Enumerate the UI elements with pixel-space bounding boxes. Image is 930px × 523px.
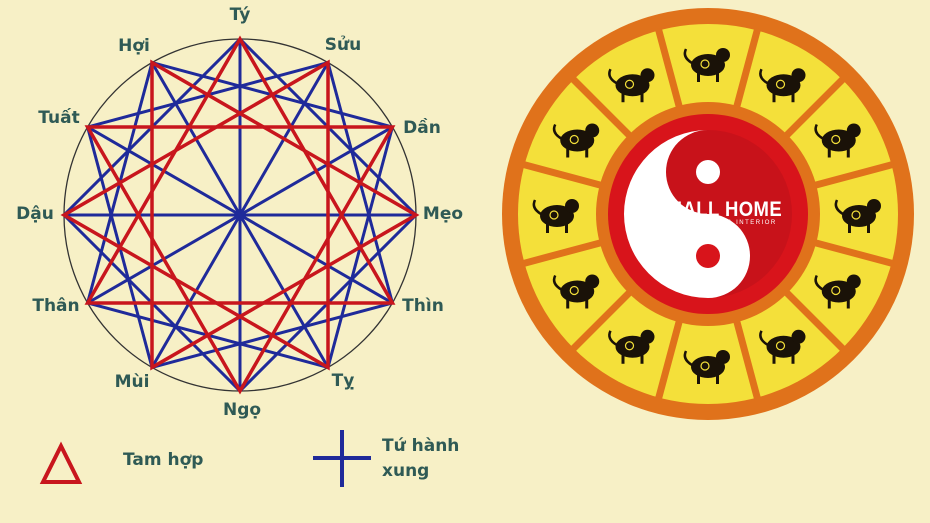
wheel-divider [521, 238, 605, 268]
label-suu-ox: Sửu [324, 35, 362, 55]
label-ty-snake: Tỵ [331, 371, 355, 391]
dragon-icon [814, 274, 861, 309]
wheel-divider [521, 160, 605, 190]
goat-icon [608, 329, 655, 364]
wheel-divider [781, 287, 847, 353]
label-dau-rooster: Dậu [16, 204, 54, 224]
rooster-icon [532, 199, 579, 233]
wheel-divider [654, 317, 684, 401]
cat-icon [834, 199, 881, 233]
rat-icon [683, 48, 730, 82]
label-hoi-pig: Hợi [118, 36, 150, 56]
wheel-segment-dividers [521, 27, 895, 401]
yin-yang-icon [624, 130, 792, 298]
wheel-divider [732, 317, 762, 401]
label-dan-tiger: Dần [403, 118, 441, 138]
snake-icon [759, 329, 806, 364]
wheel-divider [654, 27, 684, 111]
tu-hanh-xung-lines [61, 36, 419, 394]
wheel-animals [532, 48, 881, 384]
label-meo-cat: Mẹo [422, 204, 464, 224]
label-tuat-dog: Tuất [38, 108, 80, 128]
dog-icon [552, 123, 600, 158]
wheel-divider [732, 27, 762, 111]
wheel-divider [569, 75, 635, 141]
tam-hop-triangle-1 [84, 35, 396, 305]
wheel-divider [569, 287, 635, 353]
zodiac-wheel-illustration [502, 8, 914, 420]
legend-tam-hop-icon [39, 441, 83, 484]
legend-tu-hanh-xung-icon [313, 430, 371, 487]
pig-icon [608, 68, 655, 103]
label-mui-goat: Mùi [114, 372, 150, 392]
watermark-subtitle: ARCHITECTURE & INTERIOR [659, 220, 777, 226]
legend-tam-hop-label: Tam hợp [123, 450, 204, 470]
label-ty-rat: Tý [229, 5, 251, 25]
tu-hanh-xung-diagonal-3-2 [150, 61, 330, 369]
label-than-monkey: Thân [32, 296, 80, 316]
watermark-title: SMALL HOME [653, 198, 783, 221]
wheel-divider [811, 238, 895, 268]
label-thin-dragon: Thìn [402, 296, 444, 316]
tiger-icon [814, 123, 861, 158]
tam-hop-triangle-3 [84, 125, 396, 395]
horse-icon [683, 350, 730, 384]
tam-hop-triangle-4 [150, 59, 420, 371]
legend-tu-hanh-xung-label-line1: Tứ hành [382, 436, 460, 456]
monkey-icon [552, 274, 600, 309]
wheel-divider [811, 160, 895, 190]
tam-hop-triangle-2 [60, 59, 330, 371]
label-ngo-horse: Ngọ [222, 400, 262, 420]
wheel-divider [781, 75, 847, 141]
legend-tu-hanh-xung-label-line2: xung [382, 461, 430, 481]
ox-icon [759, 68, 806, 103]
tam-hop-triangles [60, 35, 420, 395]
watermark-logo: SMALL HOME ARCHITECTURE & INTERIOR [645, 198, 791, 226]
